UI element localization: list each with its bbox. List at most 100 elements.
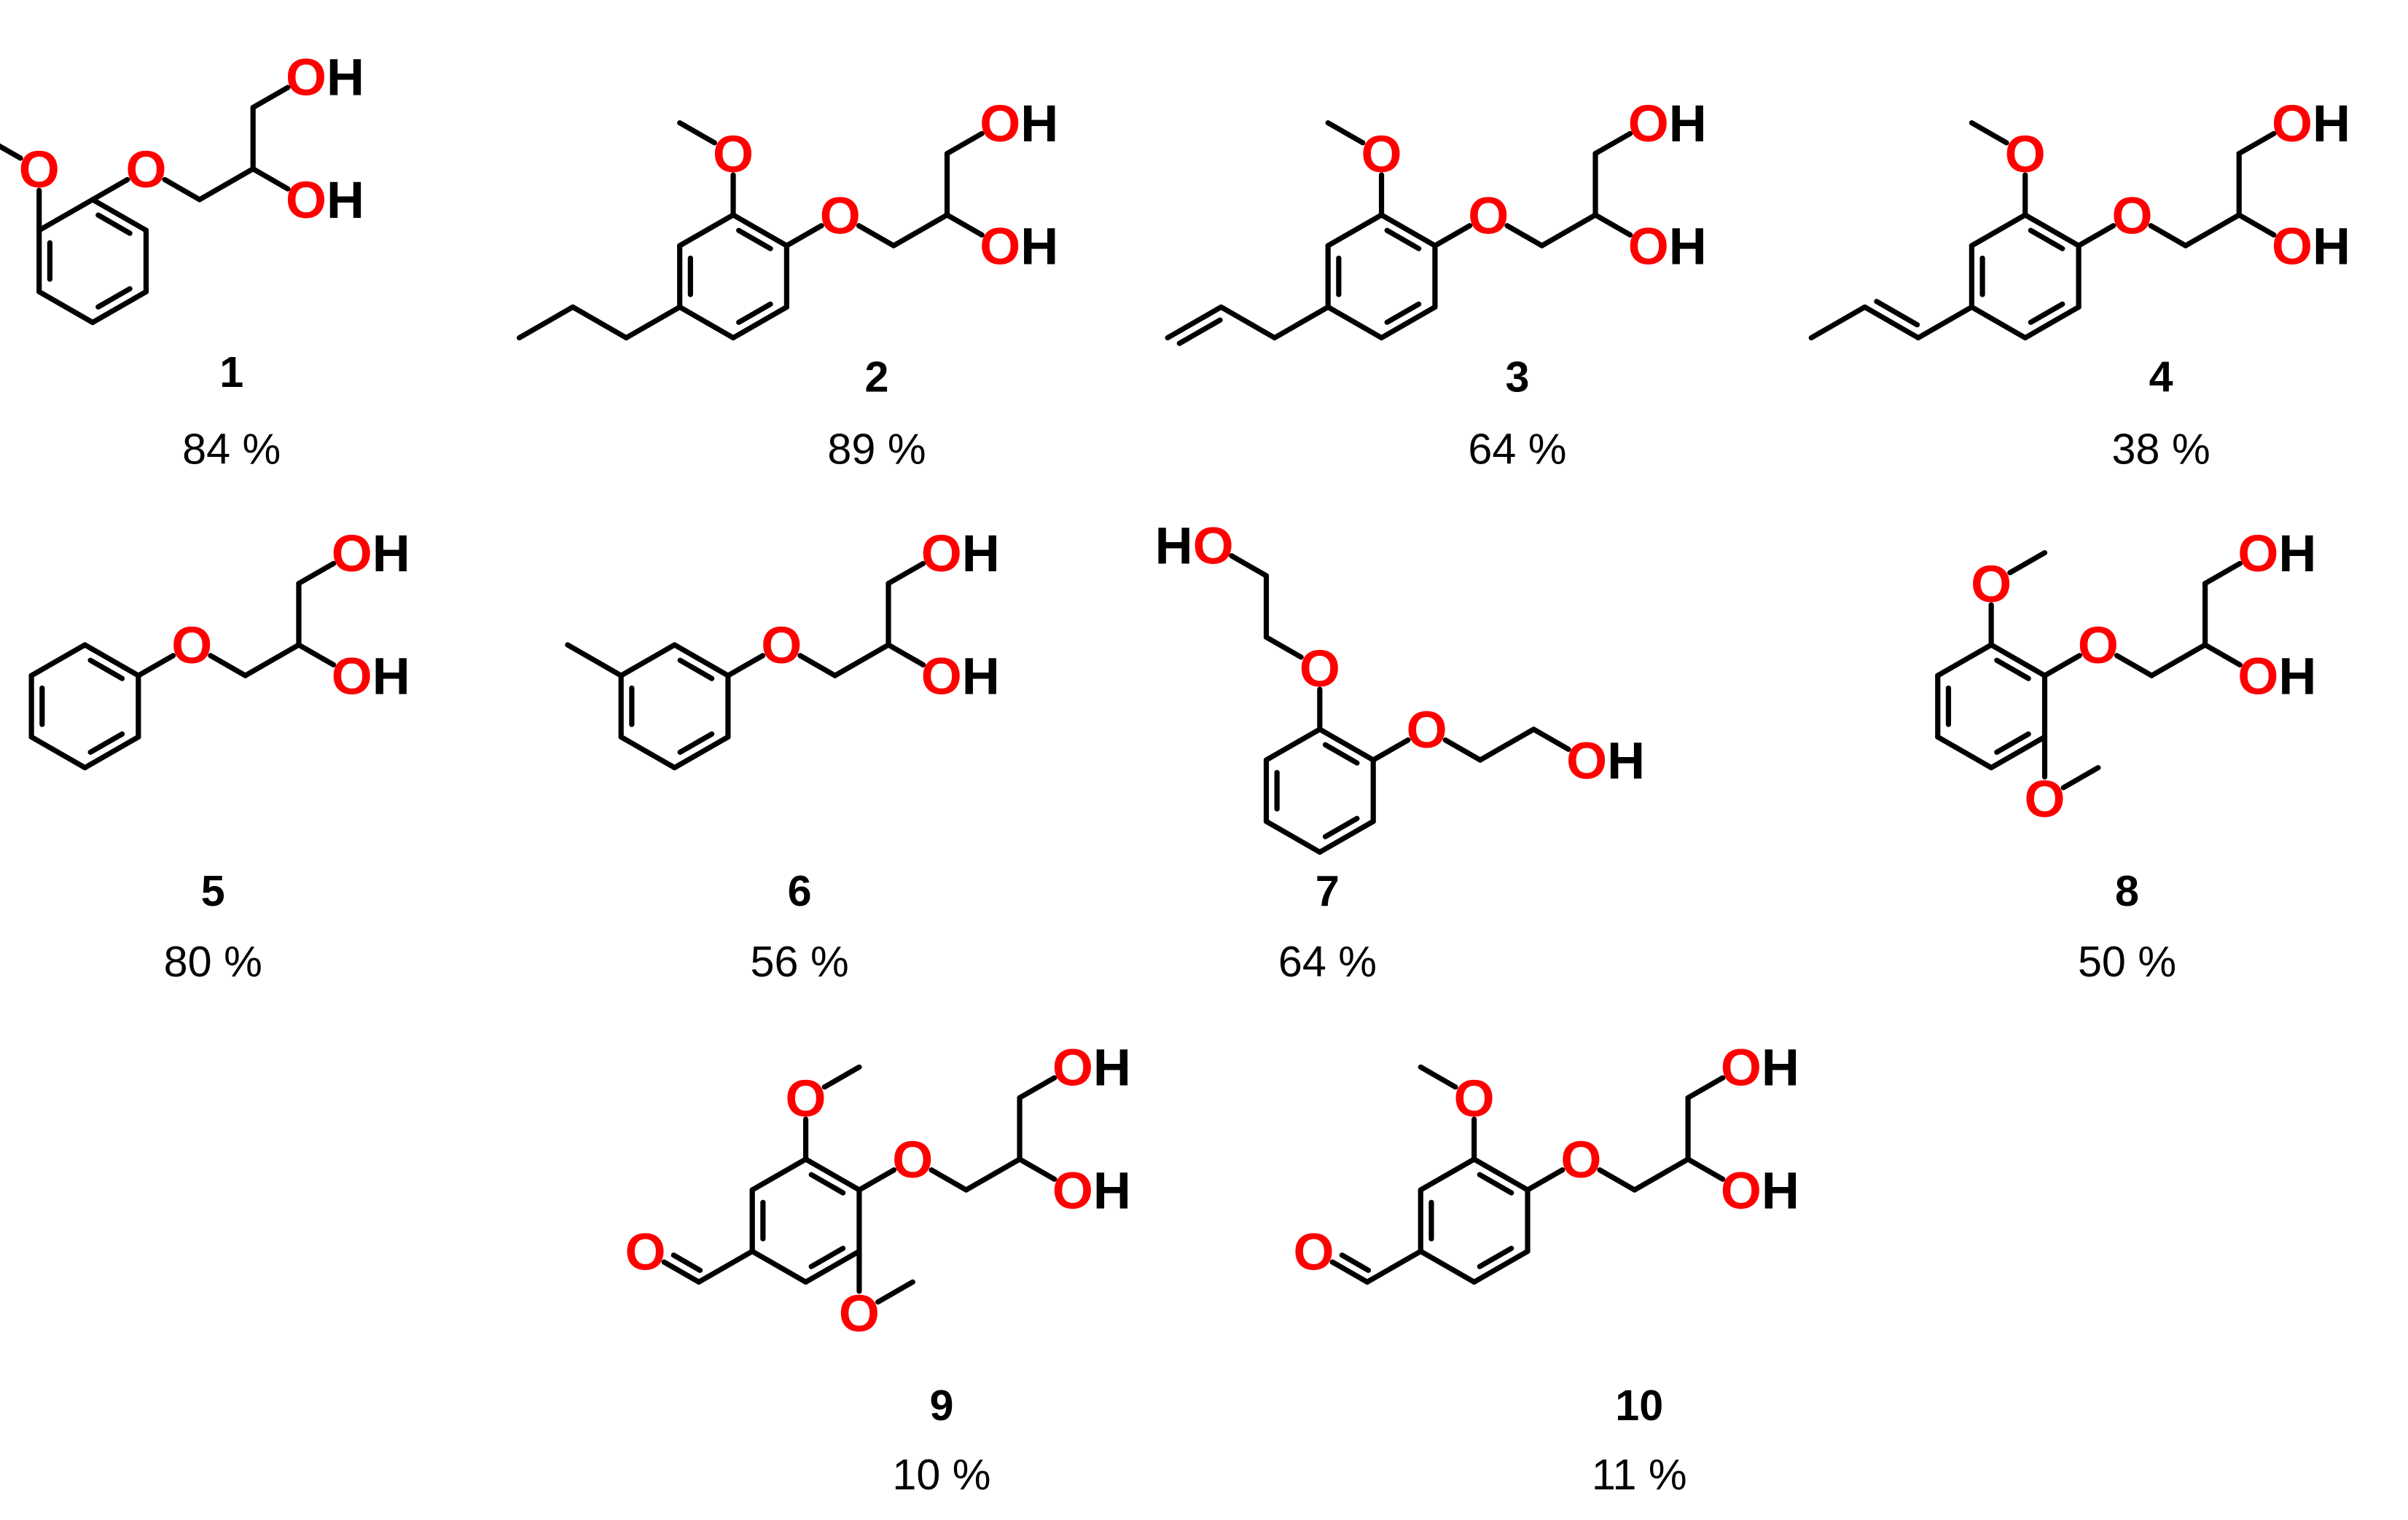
bond-line: [296, 560, 337, 587]
methoxy-oxygen-label: O: [2005, 125, 2046, 184]
aromatic-double-bond: [808, 1245, 846, 1269]
hydroxyl-label: OH: [1721, 1039, 1799, 1097]
bond-line: [696, 1248, 755, 1285]
aromatic-double-bond: [1477, 1172, 1514, 1196]
ring-bond: [749, 1156, 809, 1193]
ring-bond: [730, 212, 789, 248]
bond-line: [797, 653, 838, 678]
bond-line: [1364, 1248, 1423, 1285]
bond-line: [1632, 1156, 1691, 1193]
double-bond: [661, 1259, 702, 1285]
hydroxyl-label: OH: [1052, 1161, 1131, 1220]
methoxy-oxygen-label: O: [2025, 770, 2065, 828]
hydroxyl-label: OH: [1628, 95, 1707, 153]
ring-bond: [82, 734, 141, 771]
bond-line: [1969, 120, 2009, 146]
double-bond: [1862, 304, 1921, 341]
ring-bond: [1935, 734, 1994, 771]
bond-line: [623, 304, 683, 341]
aromatic-double-bond: [1477, 1245, 1514, 1269]
bond-line: [2076, 223, 2116, 248]
double-bond: [1165, 304, 1224, 341]
ring-bond: [90, 197, 149, 233]
bond-line: [856, 1167, 897, 1193]
compound-yield: 10 %: [892, 1450, 990, 1499]
compound-yield: 80 %: [164, 937, 262, 986]
aromatic-double-bond: [1322, 742, 1360, 766]
bond-line: [856, 223, 896, 248]
bond-line: [929, 1167, 969, 1193]
bond-line: [944, 212, 985, 238]
compound-yield: 56 %: [751, 937, 849, 986]
bond-line: [1229, 553, 1270, 579]
bond-line: [783, 223, 824, 248]
hydroxyl-label: OH: [332, 525, 410, 583]
compound-number: 1: [219, 348, 243, 396]
bond-line: [1915, 304, 1974, 341]
bond-line: [944, 130, 985, 157]
ring-bond: [1263, 726, 1323, 763]
bond-line: [1685, 1156, 1726, 1182]
aromatic-double-bond: [2028, 301, 2065, 325]
ring-bond: [802, 1248, 862, 1285]
aromatic-double-bond: [677, 731, 715, 755]
ring-bond: [671, 642, 731, 678]
compound-yield: 64 %: [1278, 937, 1377, 986]
hydroxyl-label: OH: [921, 525, 1000, 583]
compound-number: 4: [2149, 352, 2173, 401]
hydroxyl-label: HO: [1155, 517, 1234, 575]
ring-bond: [1969, 212, 2028, 248]
aromatic-double-bond: [1384, 227, 1422, 251]
hydroxyl-label: OH: [921, 648, 1000, 706]
ring-bond: [36, 197, 95, 233]
ring-bond: [1325, 212, 1385, 248]
ring-bond: [1988, 642, 2048, 678]
compound-number: 6: [788, 866, 812, 915]
compound-yield: 64 %: [1468, 424, 1566, 473]
bond-line: [250, 85, 291, 111]
bond-line: [1272, 304, 1331, 341]
bond-line: [1432, 223, 1473, 248]
ring-bond: [1378, 212, 1438, 248]
bond-line: [0, 143, 23, 161]
methoxy-oxygen-label: O: [1454, 1070, 1495, 1128]
bond-line: [2236, 212, 2277, 238]
aromatic-double-bond: [87, 657, 125, 681]
bond-line: [2060, 764, 2101, 791]
bond-line: [725, 653, 766, 678]
bond-line: [516, 304, 576, 341]
hydroxyl-label: OH: [286, 171, 364, 230]
bond-line: [1531, 726, 1571, 752]
methoxy-oxygen-label: O: [713, 125, 754, 184]
ether-oxygen-label: O: [125, 141, 166, 199]
bond-line: [1504, 223, 1545, 248]
bond-line: [1263, 634, 1304, 660]
bond-line: [886, 560, 926, 587]
ether-oxygen-label: O: [1407, 701, 1447, 759]
ether-oxygen-label: O: [892, 1131, 933, 1189]
bond-line: [162, 176, 203, 203]
compound-yield: 11 %: [1592, 1450, 1687, 1499]
bond-line: [2236, 130, 2277, 157]
bond-line: [1325, 120, 1366, 146]
ring-bond: [1935, 642, 1994, 678]
bond-line: [891, 212, 950, 248]
bond-line: [208, 653, 249, 678]
bond-line: [1592, 130, 1633, 157]
ring-bond: [1378, 304, 1438, 341]
hydroxyl-label: OH: [1566, 732, 1645, 790]
bond-line: [250, 166, 291, 192]
aromatic-double-bond: [1322, 815, 1360, 839]
aromatic-double-bond: [95, 212, 133, 236]
double-bond: [1339, 1252, 1372, 1273]
ring-bond: [749, 1248, 809, 1285]
compound-yield: 50 %: [2078, 937, 2176, 986]
compound-number: 8: [2115, 866, 2139, 915]
double-bond: [1874, 299, 1920, 328]
bond-line: [242, 642, 302, 678]
